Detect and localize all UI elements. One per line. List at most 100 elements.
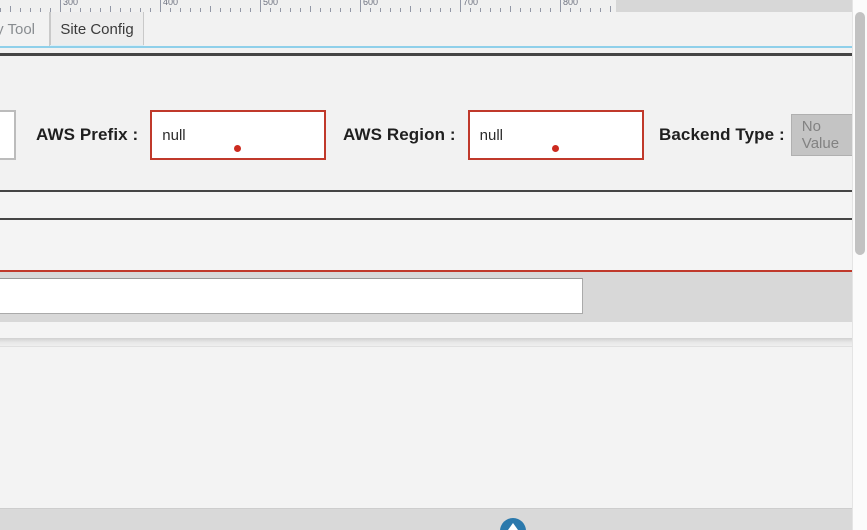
ruler-tick — [500, 8, 501, 12]
ruler-tick — [540, 8, 541, 12]
tab-site-config-label: Site Config — [60, 21, 134, 38]
ruler-tick — [560, 0, 561, 12]
ruler-tick — [420, 8, 421, 12]
tab-query-tool-label: y Tool — [0, 21, 35, 38]
ruler-tick — [570, 8, 571, 12]
tab-strip-underline — [0, 46, 867, 48]
ruler-tick — [30, 8, 31, 12]
ruler-tick — [70, 8, 71, 12]
ruler-tick — [120, 8, 121, 12]
panel-input-area — [0, 272, 853, 322]
ruler-tick — [320, 8, 321, 12]
ruler-tick — [280, 8, 281, 12]
ruler-tick — [150, 8, 151, 12]
ruler-tick — [510, 6, 511, 12]
tab-strip: y Tool Site Config — [0, 12, 867, 48]
panel-section-2 — [0, 220, 853, 270]
ruler-tick — [300, 8, 301, 12]
ruler-tick — [240, 8, 241, 12]
aws-region-value: null — [479, 126, 503, 144]
ruler-tick — [210, 6, 211, 12]
ruler-tick — [400, 8, 401, 12]
ruler-tick — [100, 8, 101, 12]
vertical-scrollbar-thumb[interactable] — [855, 12, 865, 255]
ruler-tick — [0, 8, 1, 12]
ruler-tick — [440, 8, 441, 12]
field-group-truncated-left — [0, 110, 16, 160]
ruler-label: 800 — [563, 0, 579, 7]
ruler-tick — [40, 8, 41, 12]
ruler-tick — [110, 6, 111, 12]
ruler-tick — [490, 8, 491, 12]
ruler-tick — [590, 8, 591, 12]
ruler-tick — [140, 8, 141, 12]
ruler-tick — [390, 8, 391, 12]
bottom-bar — [0, 508, 853, 530]
tab-site-config[interactable]: Site Config — [50, 12, 144, 47]
ruler-tick — [250, 8, 251, 12]
content-area — [0, 346, 853, 508]
ruler-tick — [160, 0, 161, 12]
divider-section-2 — [0, 218, 853, 220]
aws-prefix-input[interactable]: null — [150, 110, 327, 160]
ruler-tick — [270, 8, 271, 12]
ruler-label: 600 — [363, 0, 379, 7]
ruler-tick — [470, 8, 471, 12]
aws-prefix-label: AWS Prefix : — [36, 125, 139, 144]
ruler-tick — [340, 8, 341, 12]
backend-type-value: No Value — [801, 118, 840, 152]
tab-query-tool[interactable]: y Tool — [0, 12, 50, 47]
panel-section-1 — [0, 192, 853, 218]
ruler-tick — [90, 8, 91, 12]
aws-region-label: AWS Region : — [343, 125, 456, 144]
ruler-label: 700 — [463, 0, 479, 7]
ruler-tick — [550, 8, 551, 12]
ruler-tick — [310, 6, 311, 12]
ruler-tick — [200, 8, 201, 12]
ruler-tick — [180, 8, 181, 12]
ruler-tick — [530, 8, 531, 12]
aws-prefix-error-dot-icon — [234, 145, 242, 152]
ruler-tick — [460, 0, 461, 12]
ruler-tick — [360, 0, 361, 12]
site-config-form-row: AWS Prefix : null AWS Region : null Back… — [0, 56, 867, 190]
ruler-tick — [430, 8, 431, 12]
ruler-tick — [220, 8, 221, 12]
ruler-tick — [410, 6, 411, 12]
ruler-tick — [450, 8, 451, 12]
arrow-up-circle-icon[interactable] — [500, 518, 526, 530]
ruler-tick — [130, 8, 131, 12]
ruler-tick — [60, 0, 61, 12]
ruler-tick — [10, 6, 11, 12]
ruler-tick — [610, 6, 611, 12]
aws-prefix-value: null — [162, 126, 186, 144]
ruler-tick — [520, 8, 521, 12]
ruler-tick — [380, 8, 381, 12]
backend-type-label: Backend Type : — [659, 125, 785, 144]
panel-shadow-strip — [0, 338, 853, 348]
ruler-tick — [230, 8, 231, 12]
field-group-backend-type: Backend Type : No Value — [659, 114, 867, 156]
field-truncated-left-input[interactable] — [0, 110, 16, 160]
ruler-tick — [370, 8, 371, 12]
search-input[interactable] — [0, 278, 583, 314]
ruler-tick — [50, 8, 51, 12]
ruler-tick — [290, 8, 291, 12]
ruler-tick — [350, 8, 351, 12]
ruler-tick — [190, 8, 191, 12]
ruler-tick — [20, 8, 21, 12]
divider-top — [0, 53, 853, 56]
aws-region-input[interactable]: null — [467, 110, 644, 160]
field-group-aws-region: AWS Region : null — [343, 110, 644, 160]
ruler-tick — [600, 8, 601, 12]
divider-section-1 — [0, 190, 853, 192]
ruler-label: 300 — [63, 0, 79, 7]
ruler-label: 500 — [263, 0, 279, 7]
ruler-tick — [170, 8, 171, 12]
ruler-tick — [80, 8, 81, 12]
ruler-tick — [480, 8, 481, 12]
divider-error-line — [0, 270, 853, 272]
panel-section-3 — [0, 322, 853, 338]
vertical-scrollbar-track[interactable] — [852, 0, 867, 530]
